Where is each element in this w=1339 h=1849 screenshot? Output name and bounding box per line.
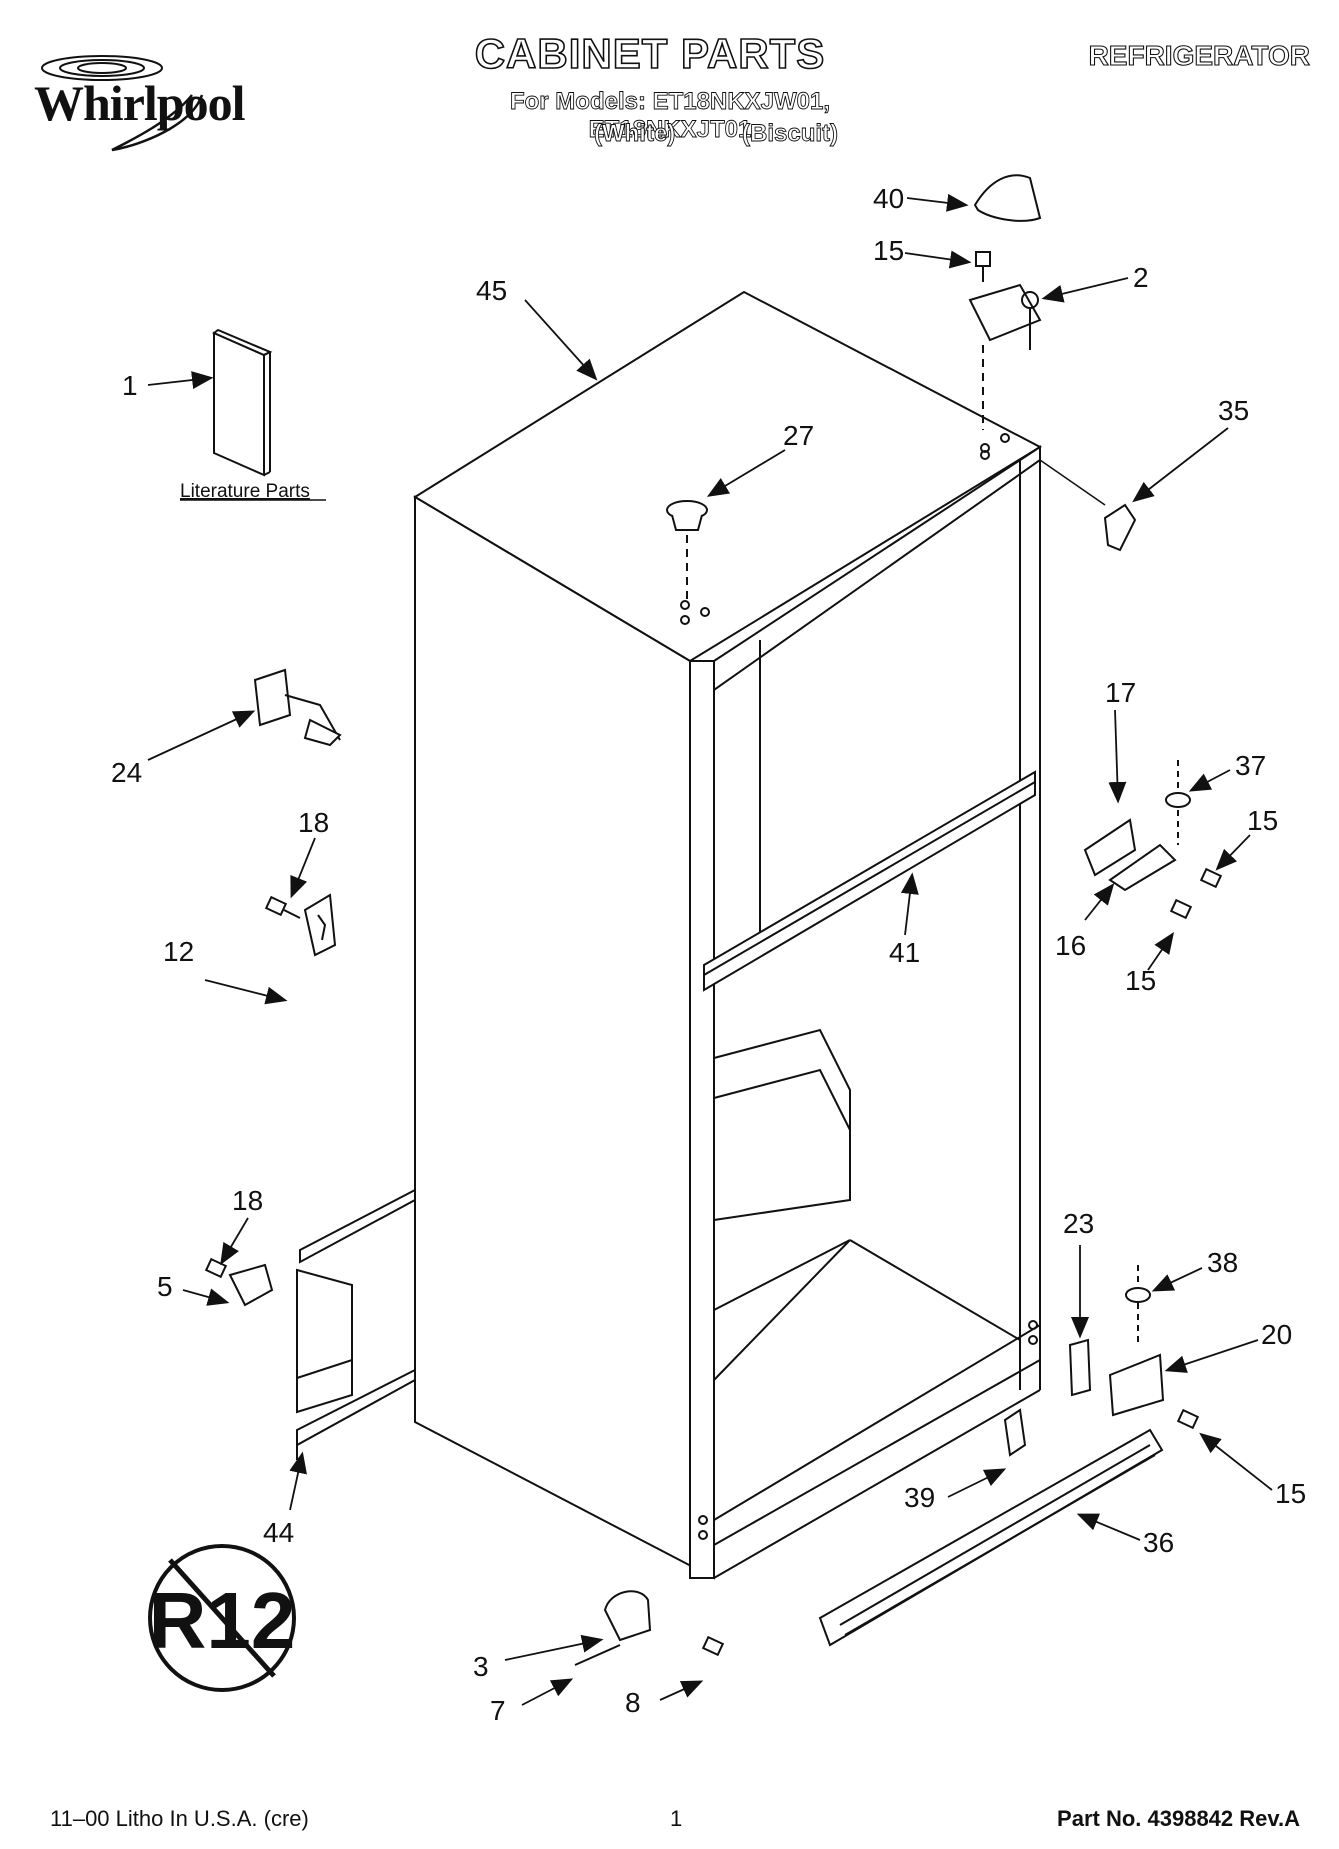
callout-label: 15 <box>1275 1478 1306 1509</box>
callout-label: 45 <box>476 275 507 306</box>
callout-label: 41 <box>889 937 920 968</box>
callout-label: 15 <box>1247 805 1278 836</box>
mid-rail-part <box>703 770 1036 992</box>
variant-white-label: (White) <box>594 120 676 148</box>
lower-left-hinge-part <box>204 1188 416 1460</box>
hinge-cover-part <box>973 174 1042 222</box>
callout-label: 38 <box>1207 1247 1238 1278</box>
callout-label: 16 <box>1055 930 1086 961</box>
callout-label: 1 <box>122 370 138 401</box>
callout-label: 36 <box>1143 1527 1174 1558</box>
product-type: REFRIGERATOR <box>1088 39 1311 71</box>
bottom-hinge-part <box>574 1590 725 1666</box>
callout-label: 17 <box>1105 677 1136 708</box>
callout-label: 12 <box>163 936 194 967</box>
callout-label: 23 <box>1063 1208 1094 1239</box>
callout-label: 35 <box>1218 395 1249 426</box>
callout-label: 39 <box>904 1482 935 1513</box>
callout-label: 15 <box>873 235 904 266</box>
callout-label: 18 <box>298 807 329 838</box>
part-number: Part No. 4398842 Rev.A <box>1057 1806 1300 1831</box>
top-plug-part <box>666 500 708 600</box>
toe-grille-part <box>818 1428 1164 1647</box>
callout-label: 5 <box>157 1271 173 1302</box>
page-number: 1 <box>670 1806 683 1831</box>
callout-label: 3 <box>473 1651 489 1682</box>
model-numbers: For Models: ET18NKXJW01, ET18NKXJT01 <box>509 88 831 144</box>
callout-label: 15 <box>1125 965 1156 996</box>
callout-label: 40 <box>873 183 904 214</box>
hinge-trim-part <box>1103 503 1137 552</box>
callout-label: 7 <box>490 1695 506 1726</box>
brand-wordmark: Whirlpool <box>34 75 245 131</box>
callout-label: 44 <box>263 1517 294 1548</box>
callout-label: 18 <box>232 1185 263 1216</box>
callout-label: 20 <box>1261 1319 1292 1350</box>
page-title: CABINET PARTS <box>474 29 826 78</box>
callout-label: 8 <box>625 1687 641 1718</box>
callout-label: 2 <box>1133 262 1149 293</box>
callout-label: 24 <box>111 757 142 788</box>
literature-parts-label: Literature Parts <box>180 481 310 502</box>
grille-clip-part <box>1003 1408 1027 1457</box>
center-hinge-part <box>1083 760 1223 920</box>
door-stop-part <box>253 668 342 747</box>
footer-print-info: 11–00 Litho In U.S.A. (cre) <box>50 1806 309 1831</box>
logo-swirl-icon <box>41 55 204 152</box>
callout-label: 37 <box>1235 750 1266 781</box>
callout-label: 27 <box>783 420 814 451</box>
literature-booklet-part <box>212 328 273 477</box>
whirlpool-logo: Whirlpool <box>22 40 272 160</box>
no-r12-badge: R12 <box>148 1544 296 1692</box>
lower-right-hinge-part <box>1068 1265 1200 1430</box>
screw-and-bracket-part <box>264 893 337 957</box>
top-hinge-part <box>968 251 1042 430</box>
variant-biscuit-label: (Biscuit) <box>742 120 839 148</box>
cabinet-body <box>413 290 1043 1580</box>
